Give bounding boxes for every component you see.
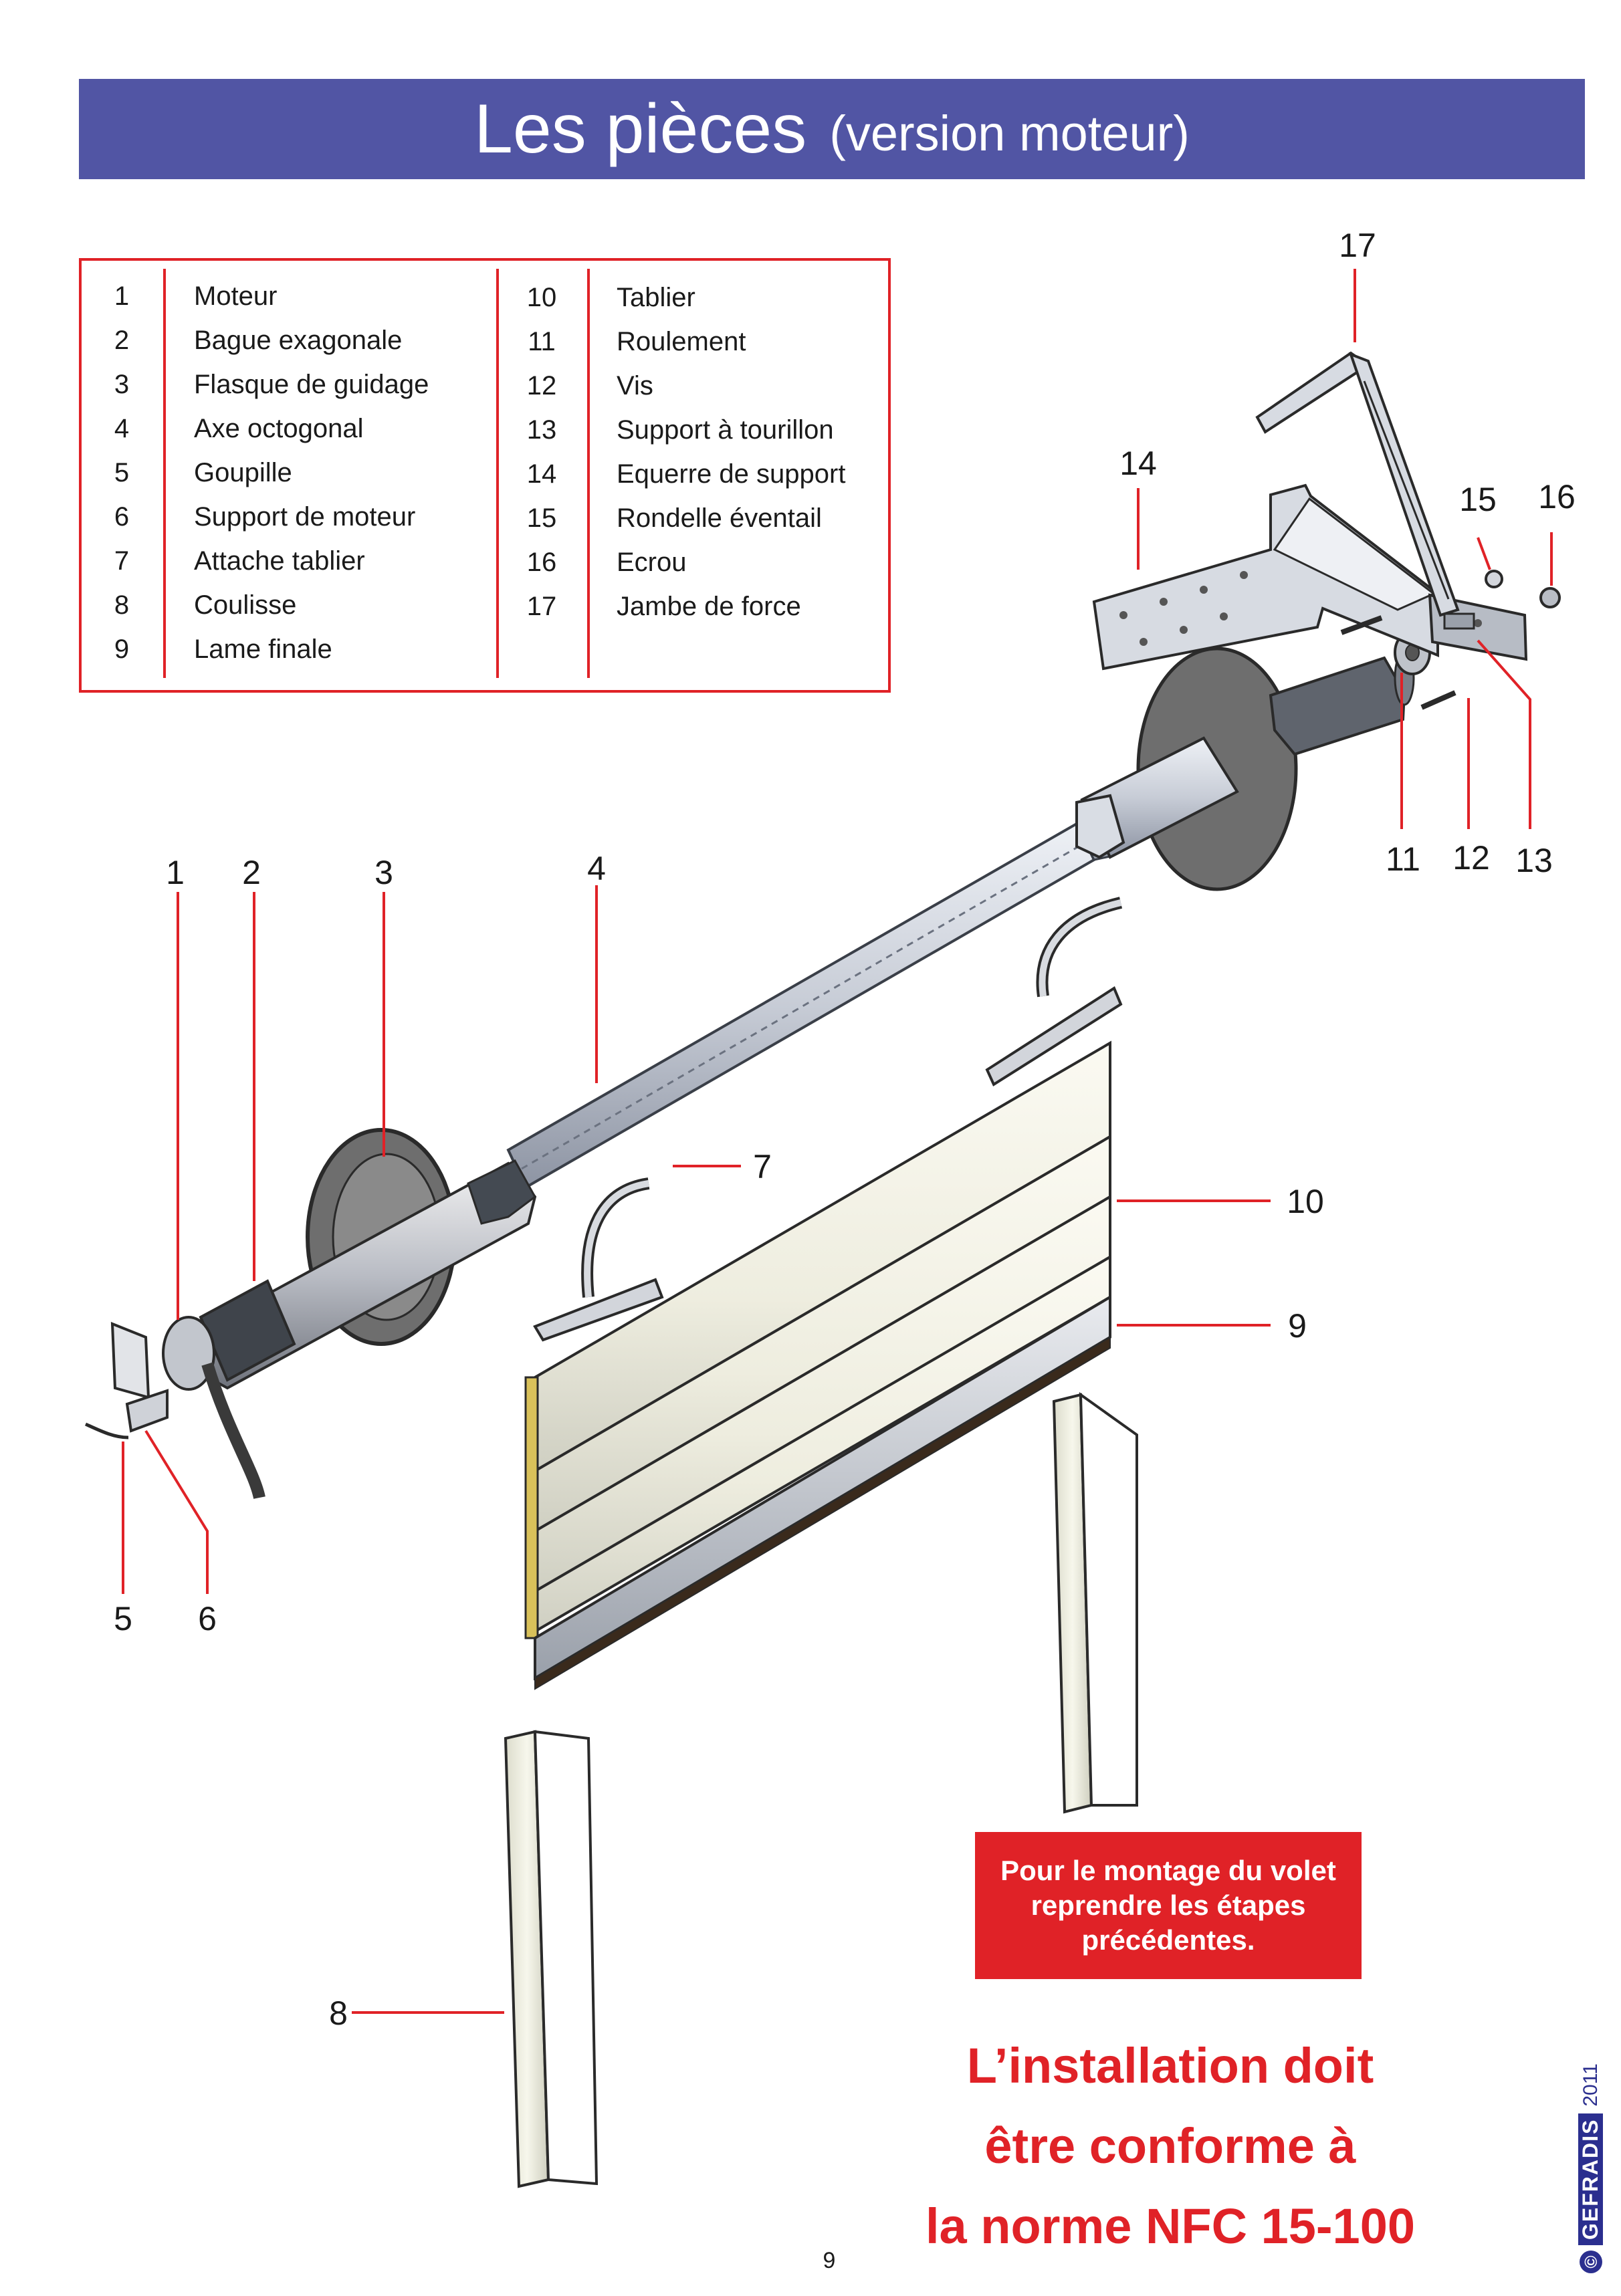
- part-number: 8: [114, 590, 130, 620]
- table-divider: [163, 269, 166, 678]
- motor-support: [84, 1321, 169, 1440]
- part-label: Tablier: [617, 282, 695, 312]
- apron-clip: [533, 897, 1123, 1342]
- page-subtitle: (version moteur): [829, 105, 1190, 161]
- part-number: 1: [114, 281, 130, 311]
- part-label: Support à tourillon: [617, 415, 834, 445]
- part-label: Moteur: [194, 281, 278, 311]
- support-strut: [1255, 351, 1460, 617]
- part-label: Bague exagonale: [194, 325, 403, 355]
- part-label: Rondelle éventail: [617, 503, 822, 533]
- right-flange: [1075, 647, 1298, 891]
- callout-15: 15: [1459, 481, 1497, 518]
- parts-table: 1 Moteur 2 Bague exagonale 3 Flasque de …: [79, 258, 891, 693]
- part-label: Coulisse: [194, 590, 297, 620]
- part-label: Axe octogonal: [194, 413, 364, 443]
- part-number: 3: [114, 369, 130, 399]
- part-label: Flasque de guidage: [194, 369, 429, 399]
- part-label: Vis: [617, 370, 653, 400]
- callout-6: 6: [198, 1600, 217, 1637]
- callout-1: 1: [166, 854, 185, 891]
- brand-logo: GEFRADIS: [1578, 2113, 1603, 2245]
- callout-8: 8: [329, 1994, 348, 2032]
- leader-lines: [122, 269, 1553, 2014]
- title-banner: Les pièces (version moteur): [79, 79, 1585, 179]
- callout-14: 14: [1119, 445, 1157, 482]
- part-label: Goupille: [194, 457, 292, 487]
- part-number: 2: [114, 325, 130, 355]
- part-number: 15: [526, 503, 557, 533]
- part-number: 7: [114, 546, 130, 576]
- part-number: 10: [526, 282, 557, 312]
- callout-4: 4: [587, 850, 606, 887]
- part-label: Ecrou: [617, 547, 687, 577]
- compliance-line-2: être conforme à: [984, 2118, 1356, 2174]
- callout-17: 17: [1339, 227, 1376, 264]
- callout-3: 3: [374, 854, 393, 891]
- page-title: Les pièces: [474, 90, 807, 168]
- motor-assembly: [162, 1159, 537, 1500]
- part-number: 14: [526, 459, 557, 489]
- part-number: 12: [526, 370, 557, 400]
- part-number: 6: [114, 501, 130, 532]
- callout-13: 13: [1515, 842, 1553, 879]
- copyright-mark: © GEFRADIS 2011: [1578, 2063, 1603, 2273]
- compliance-line-3: la norme NFC 15-100: [925, 2198, 1416, 2254]
- compliance-statement: L’installation doit être conforme à la n…: [869, 2026, 1471, 2267]
- part-label: Jambe de force: [617, 591, 801, 621]
- table-divider: [587, 269, 590, 678]
- copyright-year: 2011: [1579, 2063, 1602, 2107]
- part-label: Equerre de support: [617, 459, 846, 489]
- copyright-icon: ©: [1579, 2251, 1602, 2273]
- page-number: 9: [823, 2248, 836, 2273]
- bearing-adapter: [1269, 630, 1431, 756]
- assembly-notice-text: Pour le montage du volet reprendre les é…: [1000, 1855, 1336, 1956]
- assembly-notice: Pour le montage du volet reprendre les é…: [975, 1832, 1362, 1979]
- callout-2: 2: [242, 854, 261, 891]
- part-label: Roulement: [617, 326, 746, 356]
- part-number: 9: [114, 634, 130, 664]
- callout-7: 7: [753, 1148, 772, 1185]
- part-label: Lame finale: [194, 634, 332, 664]
- guide-rail-right: [1052, 1392, 1138, 1814]
- compliance-line-1: L’installation doit: [966, 2038, 1374, 2093]
- part-number: 17: [526, 591, 557, 621]
- part-label: Attache tablier: [194, 546, 365, 576]
- part-number: 16: [526, 547, 557, 577]
- callout-10: 10: [1287, 1183, 1324, 1220]
- callout-16: 16: [1538, 478, 1576, 515]
- table-divider: [496, 269, 499, 678]
- part-number: 5: [114, 457, 130, 487]
- part-number: 13: [526, 415, 557, 445]
- callout-12: 12: [1452, 839, 1490, 877]
- callout-5: 5: [114, 1600, 132, 1637]
- guide-rail-left: [504, 1730, 599, 2188]
- fasteners: [1340, 570, 1561, 710]
- callout-9: 9: [1288, 1307, 1307, 1345]
- final-slat: [534, 1294, 1111, 1690]
- part-label: Support de moteur: [194, 501, 416, 532]
- callout-11: 11: [1386, 840, 1420, 878]
- part-number: 11: [528, 326, 556, 356]
- part-number: 4: [114, 413, 130, 443]
- apron-slats: [524, 1040, 1111, 1639]
